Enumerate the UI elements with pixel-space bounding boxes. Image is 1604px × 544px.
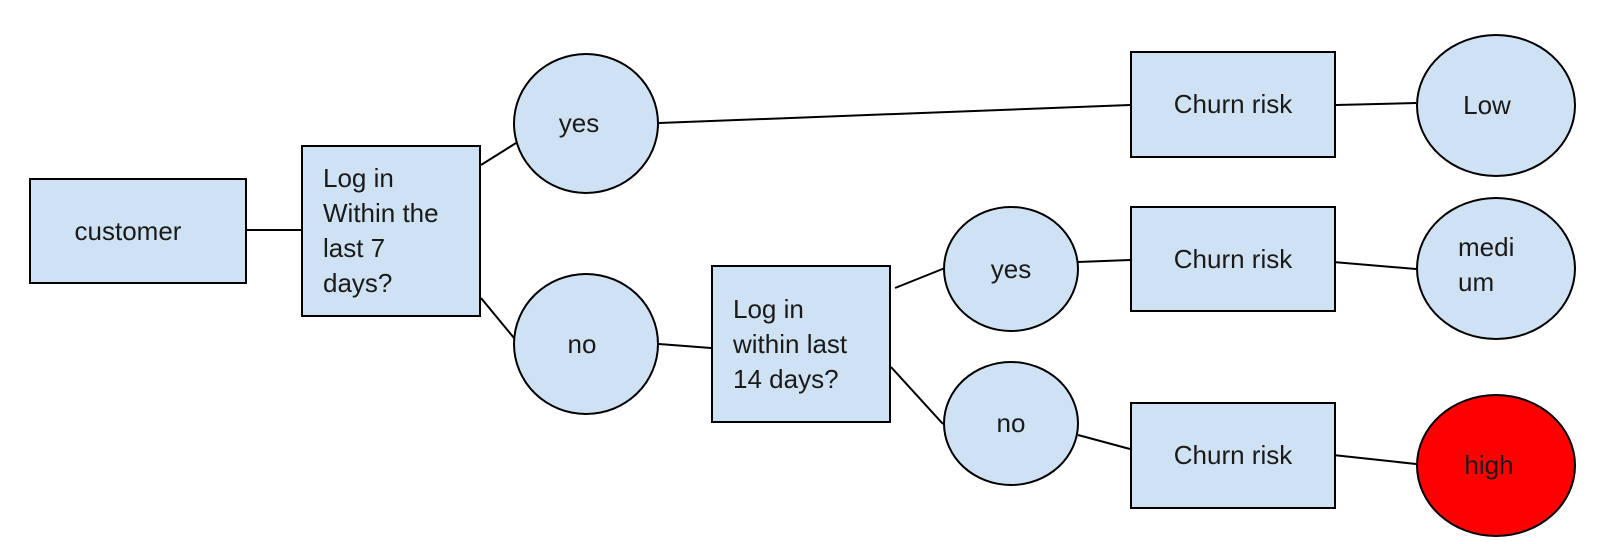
edge-q2-no2 <box>890 366 944 425</box>
answer-no-14-days-label: no <box>996 408 1026 438</box>
churn-risk-box-high: Churn risk <box>1130 402 1336 509</box>
outcome-high: high <box>1416 394 1576 537</box>
outcome-medium-label: medi um <box>1458 231 1515 297</box>
answer-yes-14-days-label: yes <box>990 253 1032 284</box>
churn-risk-label-medium: Churn risk <box>1173 243 1293 274</box>
question-login-7-days: Log in Within the last 7 days? <box>301 145 481 317</box>
edge-q1-no1 <box>480 297 515 339</box>
customer-node: customer <box>29 178 247 284</box>
churn-risk-label-high: Churn risk <box>1173 440 1293 470</box>
outcome-low-label: Low <box>1463 90 1511 120</box>
question-login-14-days-label: Log in within last 14 days? <box>733 293 848 394</box>
outcome-high-label: high <box>1464 450 1514 480</box>
churn-risk-box-medium: Churn risk <box>1130 206 1336 312</box>
answer-no-7-days-label: no <box>567 328 597 359</box>
question-login-14-days: Log in within last 14 days? <box>711 265 891 423</box>
edge-q1-yes1 <box>480 142 517 166</box>
answer-no-14-days: no <box>943 361 1079 486</box>
edge-churn2-medium <box>1332 261 1417 270</box>
edge-yes2-churn2 <box>1077 259 1131 263</box>
edge-yes1-churn1 <box>658 104 1131 124</box>
outcome-medium: medi um <box>1416 197 1576 340</box>
edge-no1-q2 <box>658 343 712 349</box>
customer-label: customer <box>74 215 182 246</box>
answer-yes-14-days: yes <box>943 206 1079 332</box>
edge-no2-churn3 <box>1077 434 1131 450</box>
answer-yes-7-days-label: yes <box>558 108 600 138</box>
churn-risk-box-low: Churn risk <box>1130 51 1336 158</box>
edge-churn3-high <box>1332 454 1417 465</box>
churn-risk-label-low: Churn risk <box>1173 89 1293 119</box>
edge-churn1-low <box>1335 102 1417 106</box>
answer-yes-7-days: yes <box>513 53 659 194</box>
outcome-low: Low <box>1416 34 1576 177</box>
edge-q2-yes2 <box>894 267 946 289</box>
answer-no-7-days: no <box>513 273 659 415</box>
question-login-7-days-label: Log in Within the last 7 days? <box>323 163 439 298</box>
